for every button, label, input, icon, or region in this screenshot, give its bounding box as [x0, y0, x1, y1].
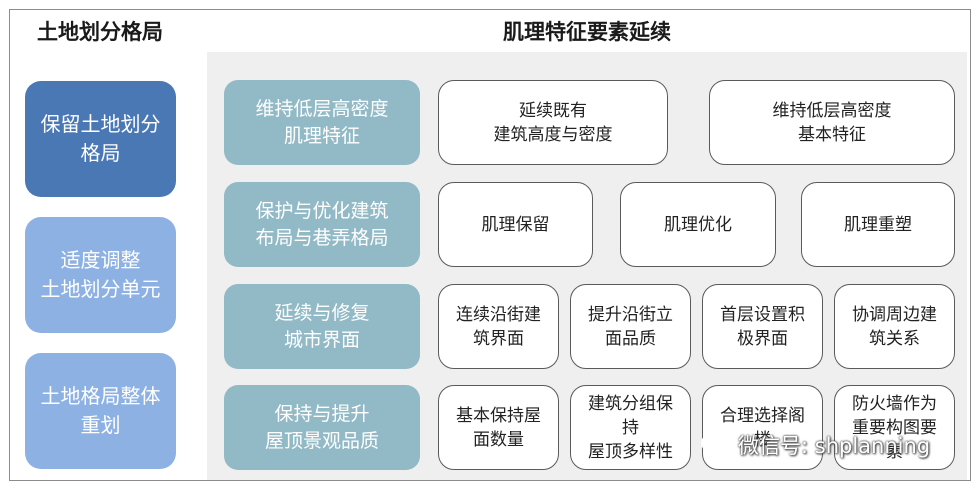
item-firewall-element: 防火墙作为 重要构图要素	[834, 385, 955, 470]
left-box-label: 保留土地划分 格局	[40, 112, 161, 165]
row-label-layout: 保护与优化建筑 布局与巷弄格局	[224, 182, 420, 267]
row-label-density: 维持低层高密度 肌理特征	[224, 80, 420, 165]
left-box-adjust: 适度调整 土地划分单元	[25, 217, 176, 333]
item-texture-optimize: 肌理优化	[620, 182, 776, 267]
item-texture-retain: 肌理保留	[438, 182, 593, 267]
left-heading: 土地划分格局	[37, 20, 163, 44]
left-box-label: 土地格局整体 重划	[40, 384, 161, 437]
wechat-icon	[701, 433, 729, 456]
item-roof-diversity: 建筑分组保持 屋顶多样性	[570, 385, 691, 470]
item-texture-reshape: 肌理重塑	[801, 182, 955, 267]
item-ground-floor-active: 首层设置积 极界面	[702, 284, 823, 369]
item-continue-height-density: 延续既有 建筑高度与密度	[438, 80, 668, 165]
wechat-watermark: 微信号: shplanning	[700, 428, 930, 462]
watermark-text: 微信号: shplanning	[738, 434, 931, 458]
row-label-roofscape: 保持与提升 屋顶景观品质	[224, 385, 420, 470]
left-box-label: 适度调整 土地划分单元	[40, 248, 161, 301]
item-roof-count: 基本保持屋 面数量	[438, 385, 559, 470]
row-label-interface: 延续与修复 城市界面	[224, 284, 420, 369]
left-box-redivide: 土地格局整体 重划	[25, 353, 176, 469]
item-attic-choice: 合理选择阁 楼	[702, 385, 823, 470]
item-street-facade-continuous: 连续沿街建 筑界面	[438, 284, 559, 369]
item-street-facade-quality: 提升沿街立 面品质	[570, 284, 691, 369]
left-box-retain: 保留土地划分 格局	[25, 81, 176, 197]
item-maintain-density: 维持低层高密度 基本特征	[709, 80, 955, 165]
right-heading: 肌理特征要素延续	[503, 20, 671, 44]
item-coordinate-surroundings: 协调周边建 筑关系	[834, 284, 955, 369]
